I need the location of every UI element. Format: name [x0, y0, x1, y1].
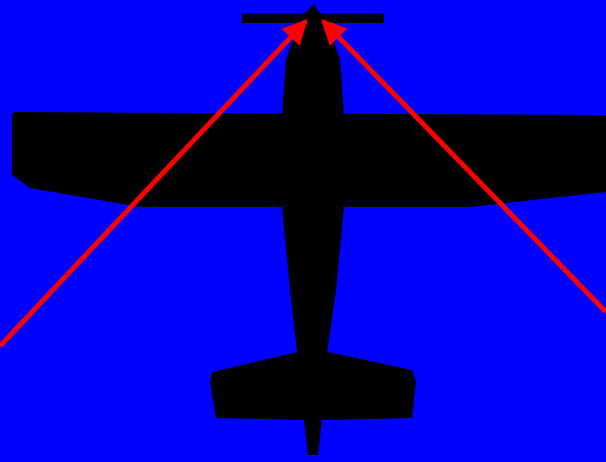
airplane-diagram [0, 0, 606, 462]
